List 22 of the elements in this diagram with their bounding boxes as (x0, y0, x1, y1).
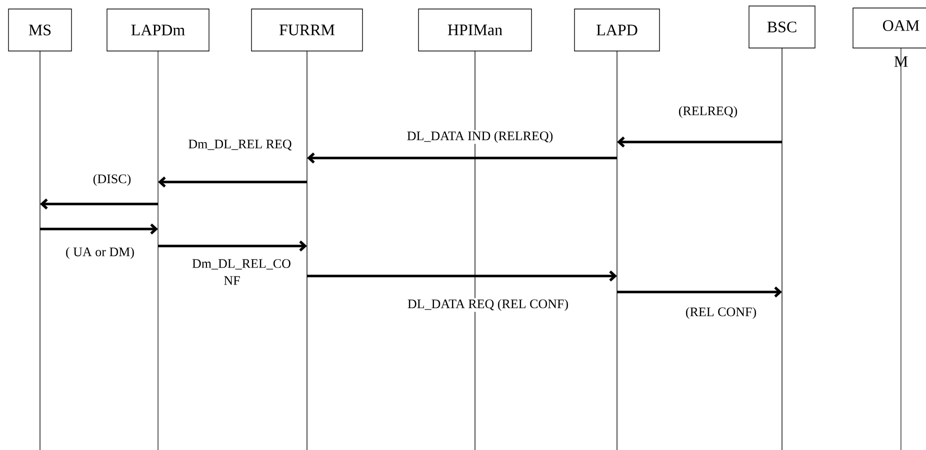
message-label: DL_DATA REQ (REL CONF) (408, 299, 568, 311)
message-label: DL_DATA IND (RELREQ) (407, 131, 553, 143)
lifeline-box: FURRM (251, 8, 363, 52)
lifeline-box: LAPD (574, 8, 660, 52)
message-arrow (307, 152, 617, 164)
lifeline-box: HPIMan (418, 8, 532, 52)
message-arrow (40, 198, 158, 210)
message-arrow (307, 270, 617, 282)
message-label: (RELREQ) (678, 106, 738, 118)
message-label: Dm_DL_REL REQ (188, 140, 292, 150)
message-arrow (158, 176, 307, 188)
message-arrow (617, 136, 782, 148)
lifeline-box: LAPDm (106, 8, 210, 52)
message-arrow (40, 224, 158, 234)
message-arrow (158, 240, 307, 252)
message-label: (REL CONF) (686, 307, 756, 319)
message-label: (DISC) (93, 174, 131, 186)
message-arrow (617, 286, 782, 298)
message-label: Dm_DL_REL_CO NF (192, 259, 290, 285)
message-label: ( UA or DM) (66, 247, 134, 259)
lifeline-box: MS (8, 8, 72, 52)
lifeline-box: BSC (748, 6, 816, 48)
